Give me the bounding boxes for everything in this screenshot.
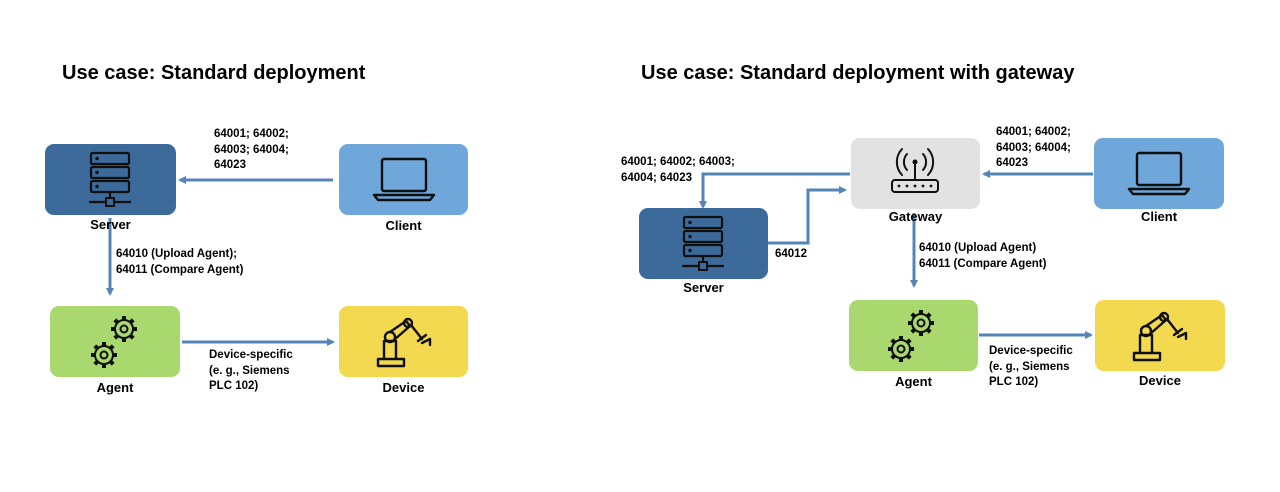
left-client-box [339,144,468,215]
right-agent-label: Agent [895,374,932,389]
left-agent-device-ports: Device-specific (e. g., Siemens PLC 102) [209,349,293,392]
left-client-label: Client [385,218,422,233]
server-rack-icon [89,151,131,207]
arrow-gateway-to-server [699,172,850,209]
right-agent-box [849,300,978,371]
left-server-box [45,144,176,215]
right-client-box [1094,138,1224,209]
gears-icon [91,316,137,368]
right-gateway-box [851,138,980,209]
right-device-label: Device [1139,373,1181,388]
left-device-label: Device [382,380,425,395]
right-gateway-label: Gateway [888,209,943,224]
right-server-label: Server [683,280,724,295]
robot-arm-icon [1132,311,1188,362]
laptop-icon [372,157,436,202]
left-client-server-ports: 64001; 64002; 64003; 64004; 64023 [214,128,289,171]
right-server-box [639,208,768,279]
right-client-label: Client [1140,209,1178,224]
left-server-label: Server [90,217,131,232]
arrow-server-to-gateway [768,186,847,245]
left-diagram-title: Use case: Standard deployment [62,62,366,84]
right-agent-device-ports: Device-specific (e. g., Siemens PLC 102) [989,345,1073,388]
right-client-gateway-ports: 64001; 64002; 64003; 64004; 64023 [996,126,1071,169]
right-device-box [1095,300,1225,371]
right-diagram-title: Use case: Standard deployment with gatew… [641,62,1075,84]
gears-icon [888,310,934,362]
left-agent-label: Agent [96,380,134,395]
right-gateway-agent-ports: 64010 (Upload Agent) 64011 (Compare Agen… [919,242,1047,270]
robot-arm-icon [376,317,432,368]
right-gateway-server-ports: 64001; 64002; 64003; 64004; 64023 [621,156,735,184]
wifi-router-icon [891,148,939,193]
right-server-gateway-port: 64012 [775,248,807,260]
left-device-box [339,306,468,377]
server-rack-icon [682,215,724,271]
left-server-agent-ports: 64010 (Upload Agent); 64011 (Compare Age… [116,248,244,276]
laptop-icon [1127,151,1191,196]
left-agent-box [50,306,180,377]
